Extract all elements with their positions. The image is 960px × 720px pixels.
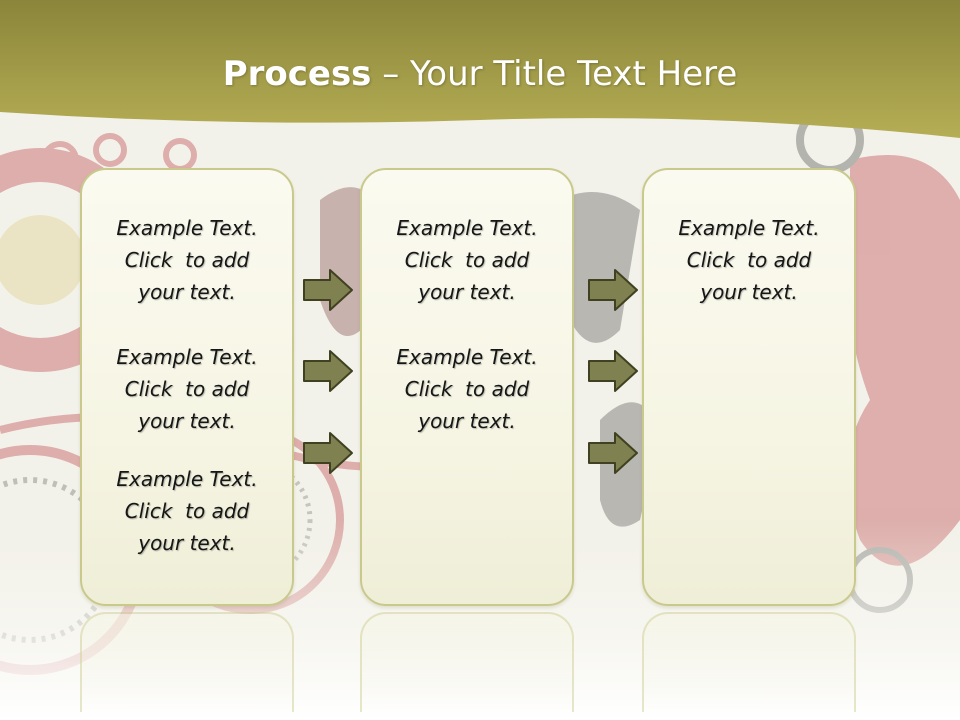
process-panel-2[interactable]: Example Text. Click to add your text. Ex…	[360, 168, 574, 606]
text-line: Click to add	[124, 377, 250, 401]
text-line: your text.	[138, 531, 236, 555]
title-bold-text: Process	[222, 54, 372, 94]
text-line: your text.	[138, 280, 236, 304]
text-block[interactable]: Example Text. Click to add your text.	[644, 212, 854, 308]
text-block[interactable]: Example Text. Click to add your text.	[362, 341, 572, 437]
text-block[interactable]: Example Text. Click to add your text.	[82, 463, 292, 559]
text-block[interactable]: Example Text. Click to add your text.	[82, 341, 292, 437]
text-line: Example Text.	[396, 345, 538, 369]
text-line: Click to add	[404, 248, 530, 272]
process-panel-3[interactable]: Example Text. Click to add your text.	[642, 168, 856, 606]
title-rest-text: – Your Title Text Here	[371, 54, 738, 94]
slide-title[interactable]: Process – Your Title Text Here	[0, 52, 960, 96]
right-arrow-icon[interactable]	[302, 349, 354, 393]
text-line: your text.	[418, 280, 516, 304]
text-block[interactable]: Example Text. Click to add your text.	[362, 212, 572, 308]
text-line: Example Text.	[116, 345, 258, 369]
text-line: Click to add	[124, 248, 250, 272]
right-arrow-icon[interactable]	[302, 268, 354, 312]
text-block[interactable]: Example Text. Click to add your text.	[82, 212, 292, 308]
text-line: Click to add	[404, 377, 530, 401]
text-line: your text.	[418, 409, 516, 433]
process-panel-1[interactable]: Example Text. Click to add your text. Ex…	[80, 168, 294, 606]
text-line: Example Text.	[396, 216, 538, 240]
panel-2-reflection	[360, 612, 574, 712]
right-arrow-icon[interactable]	[587, 431, 639, 475]
right-arrow-icon[interactable]	[587, 349, 639, 393]
text-line: your text.	[700, 280, 798, 304]
header-band	[0, 0, 960, 138]
right-arrow-icon[interactable]	[587, 268, 639, 312]
text-line: Example Text.	[116, 467, 258, 491]
panel-1-reflection	[80, 612, 294, 712]
text-line: Click to add	[686, 248, 812, 272]
right-arrow-icon[interactable]	[302, 431, 354, 475]
panel-3-reflection	[642, 612, 856, 712]
text-line: your text.	[138, 409, 236, 433]
text-line: Click to add	[124, 499, 250, 523]
text-line: Example Text.	[116, 216, 258, 240]
text-line: Example Text.	[678, 216, 820, 240]
